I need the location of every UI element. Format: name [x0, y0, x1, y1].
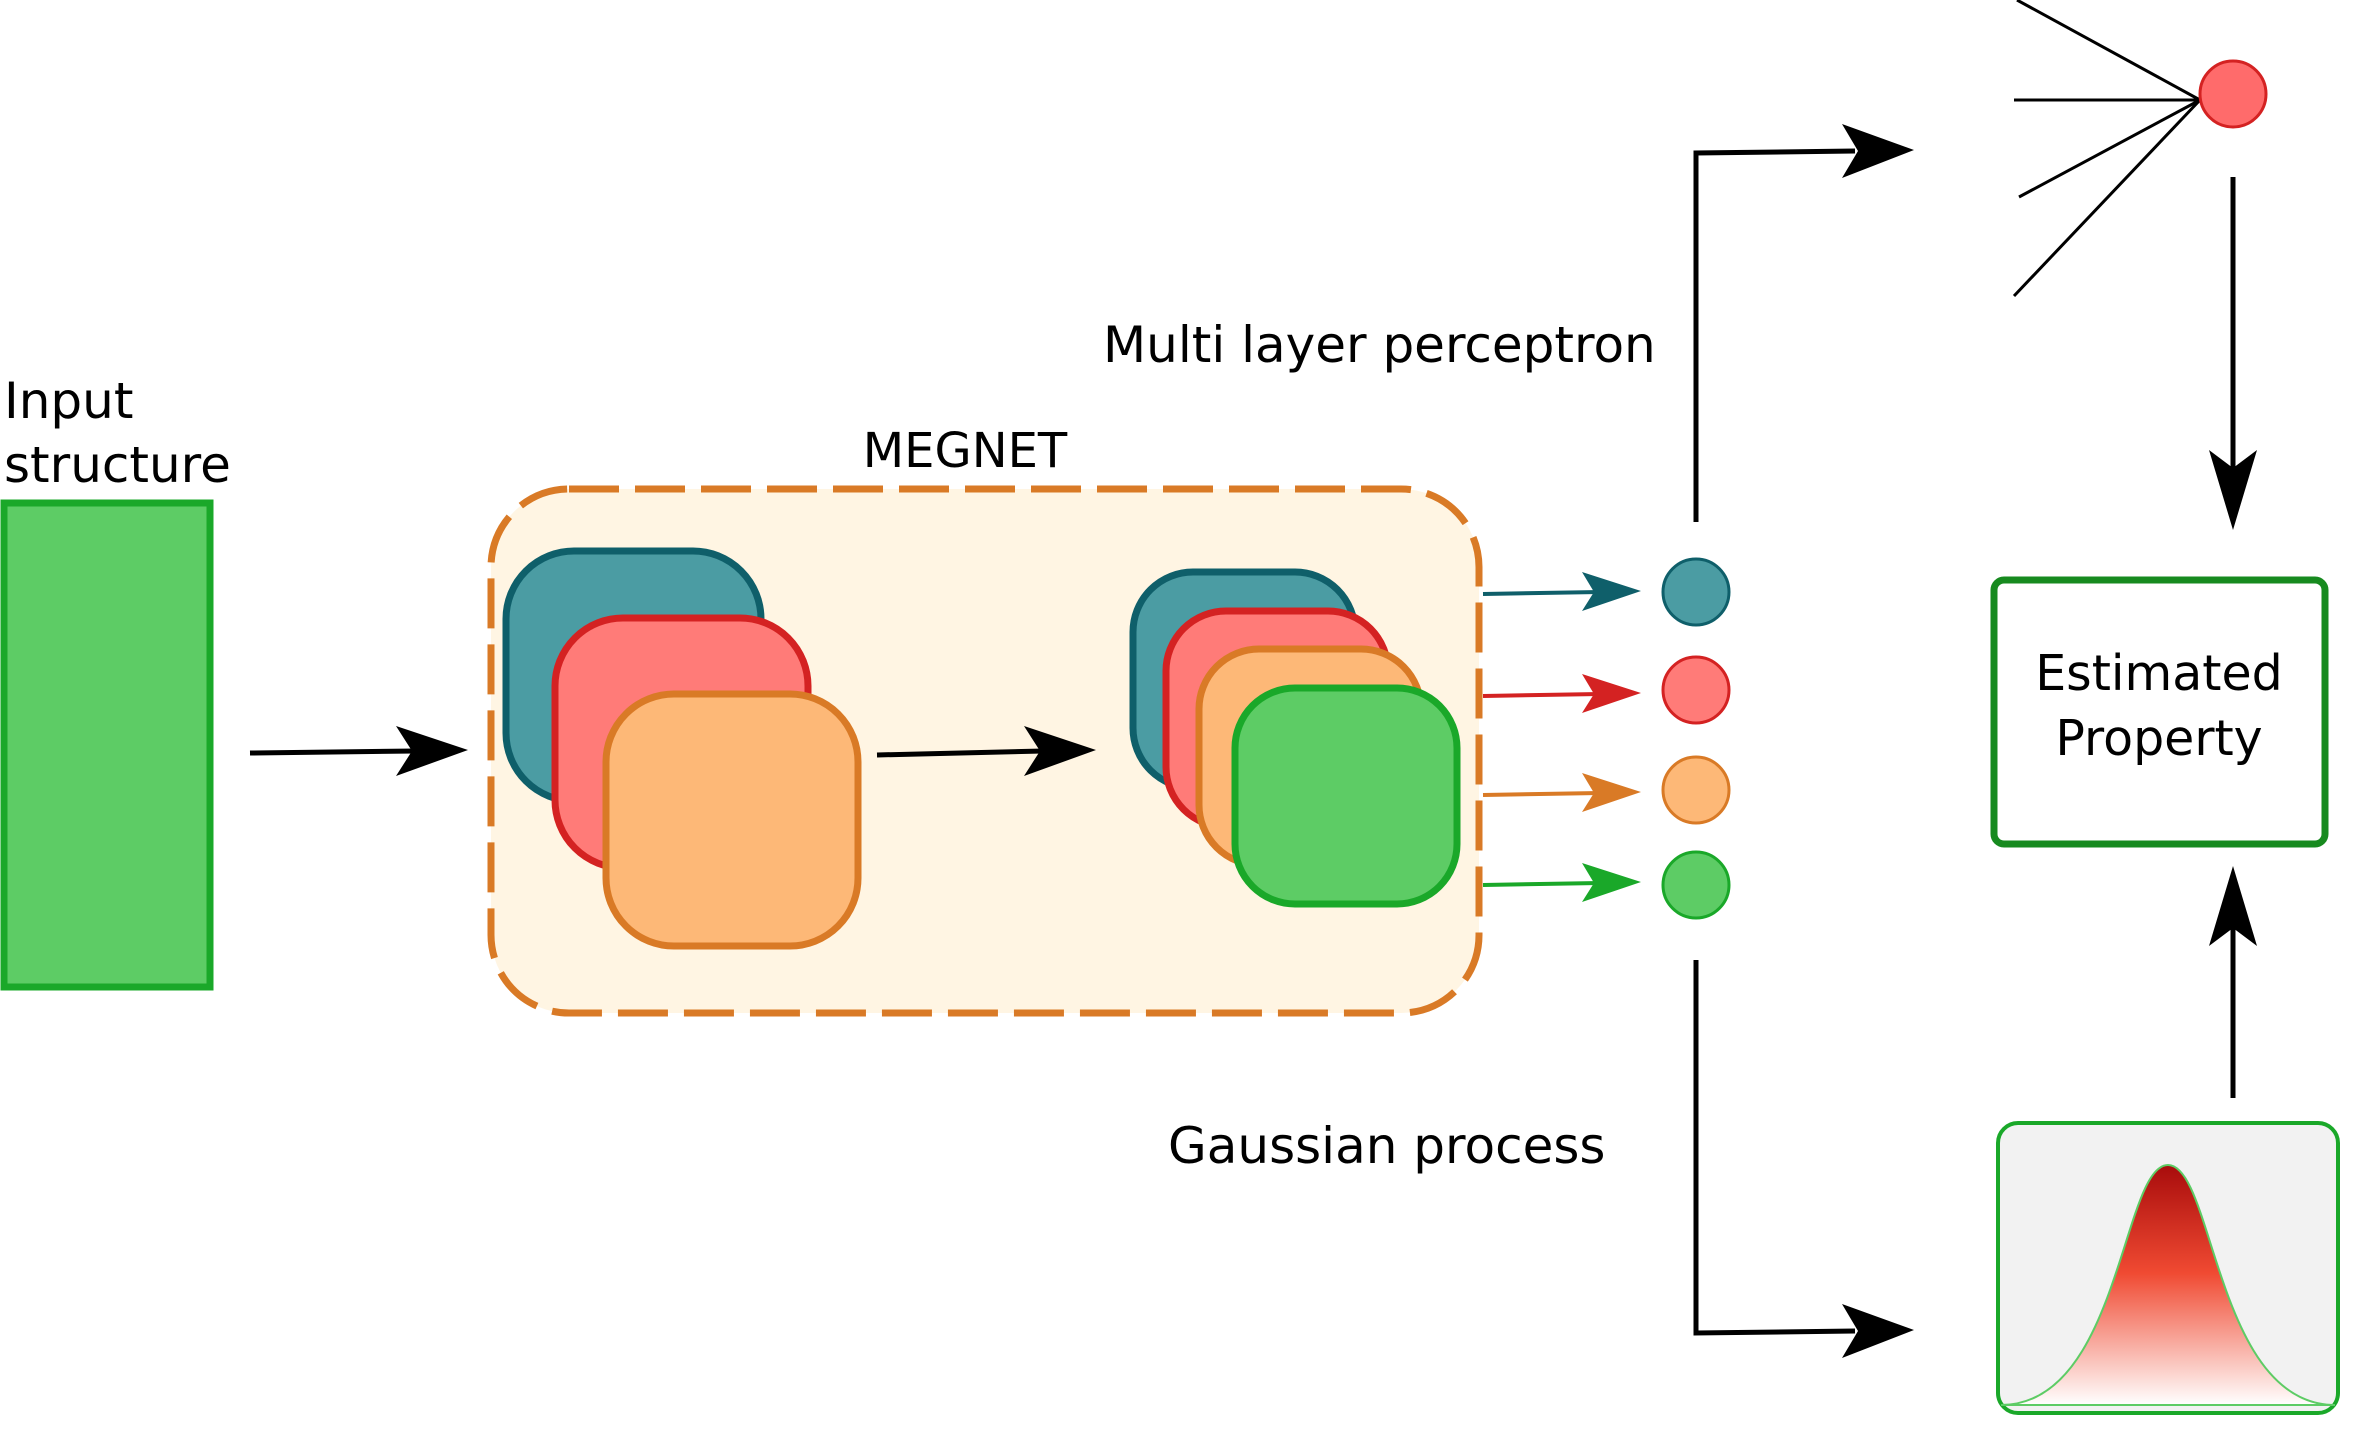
megnet-label: MEGNET	[863, 423, 1068, 479]
estimated-label-line2: Property	[2055, 710, 2262, 767]
arrow-stack-to-stack	[876, 726, 1096, 776]
arrow-features-to-gaussian	[1693, 960, 1914, 1358]
gaussian-process-label: Gaussian process	[1168, 1117, 1605, 1175]
arrow-red-output	[1482, 674, 1641, 713]
estimated-label-line1: Estimated	[2035, 645, 2283, 702]
teal-feature-node	[1661, 557, 1731, 627]
gaussian-curve	[2000, 1163, 2336, 1406]
arrow-features-to-mlp	[1693, 124, 1914, 522]
red-feature-node	[1661, 655, 1731, 725]
mlp-label: Multi layer perceptron	[1103, 316, 1656, 374]
megnet-output-layer-stack	[1129, 568, 1461, 908]
gaussian-process-panel	[1996, 1121, 2340, 1415]
green-feature-node	[1661, 850, 1731, 920]
orange-feature-node	[1661, 755, 1731, 825]
orange-layer-1	[602, 690, 862, 950]
input-label-line2: structure	[4, 436, 231, 494]
input-structure-block	[0, 499, 214, 991]
input-label-line1: Input	[4, 372, 133, 430]
estimated-property-box	[1990, 576, 2329, 848]
perceptron-neuron-diagram	[2012, 0, 2268, 298]
arrow-mlp-to-estimated	[2209, 177, 2257, 530]
arrow-orange-output	[1482, 773, 1641, 812]
arrow-green-output	[1482, 863, 1641, 902]
green-layer-2	[1231, 684, 1461, 908]
arrow-gaussian-to-estimated	[2209, 866, 2257, 1098]
megnet-input-layer-stack	[502, 547, 862, 950]
arrow-teal-output	[1482, 572, 1641, 611]
arrow-input-to-megnet	[249, 726, 468, 776]
output-neuron	[2198, 59, 2268, 129]
